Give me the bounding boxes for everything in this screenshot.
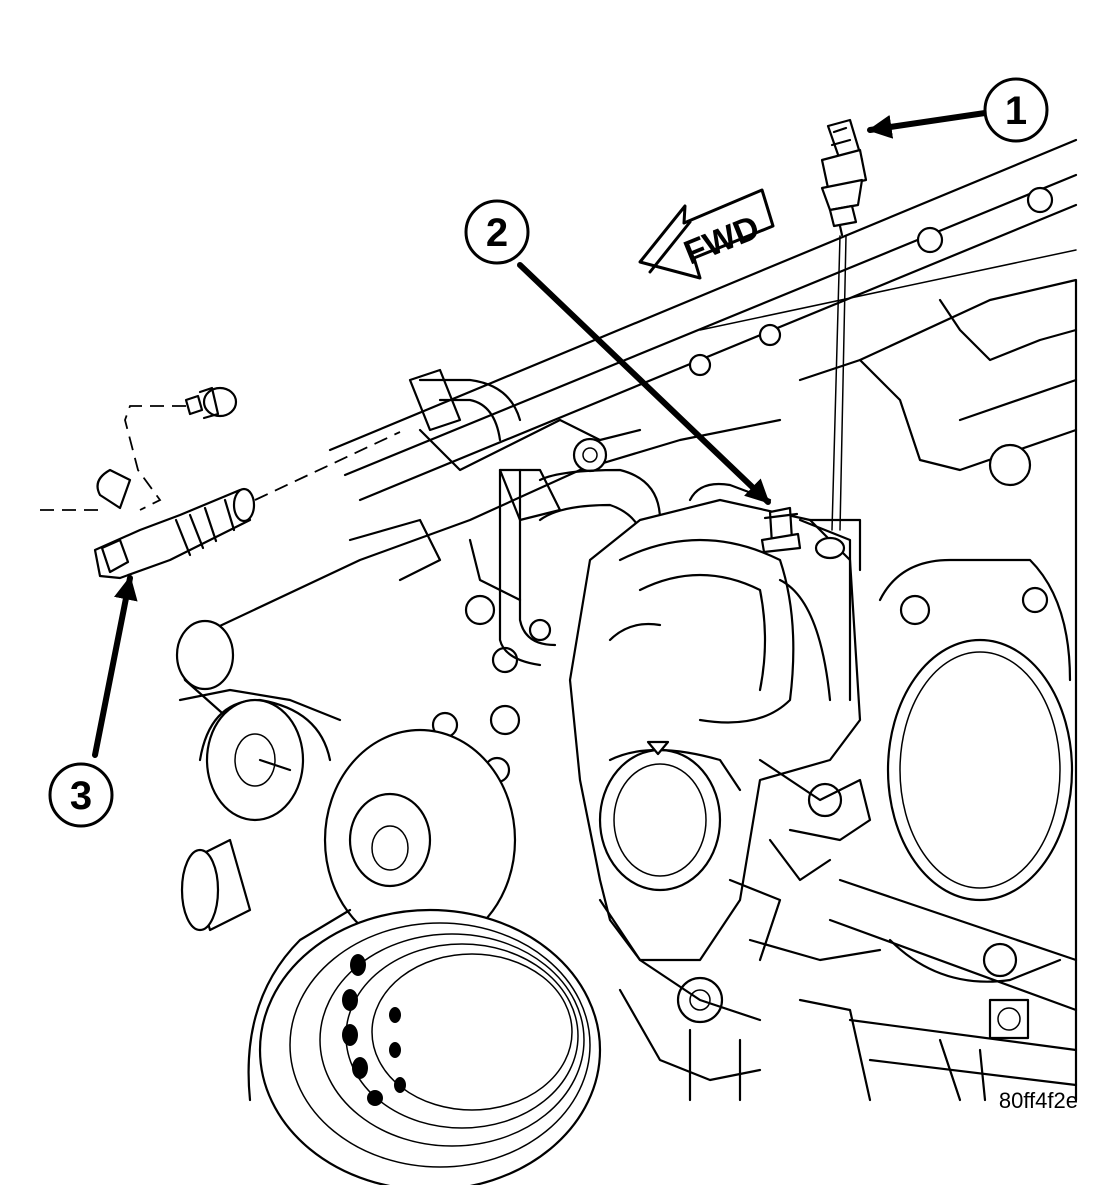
engine-block: [328, 138, 1078, 1102]
figure-code: 80ff4f2e: [999, 1088, 1078, 1113]
front-cover: [178, 368, 882, 1102]
callout-3-label: 3: [70, 774, 92, 818]
callout-2: 2: [464, 199, 530, 265]
coolant-temperature-sensor: [808, 118, 868, 572]
callout-leaders: [92, 110, 988, 758]
forward-direction-arrow: FWD: [638, 188, 775, 280]
callout-3: 3: [48, 762, 114, 828]
callout-1-label: 1: [1005, 89, 1027, 133]
callout-1: 1: [983, 77, 1049, 143]
callout-2-label: 2: [486, 211, 508, 255]
pump-fitting: [688, 482, 802, 554]
camshaft-position-sensor: [40, 386, 401, 580]
pulleys: [175, 619, 602, 1185]
